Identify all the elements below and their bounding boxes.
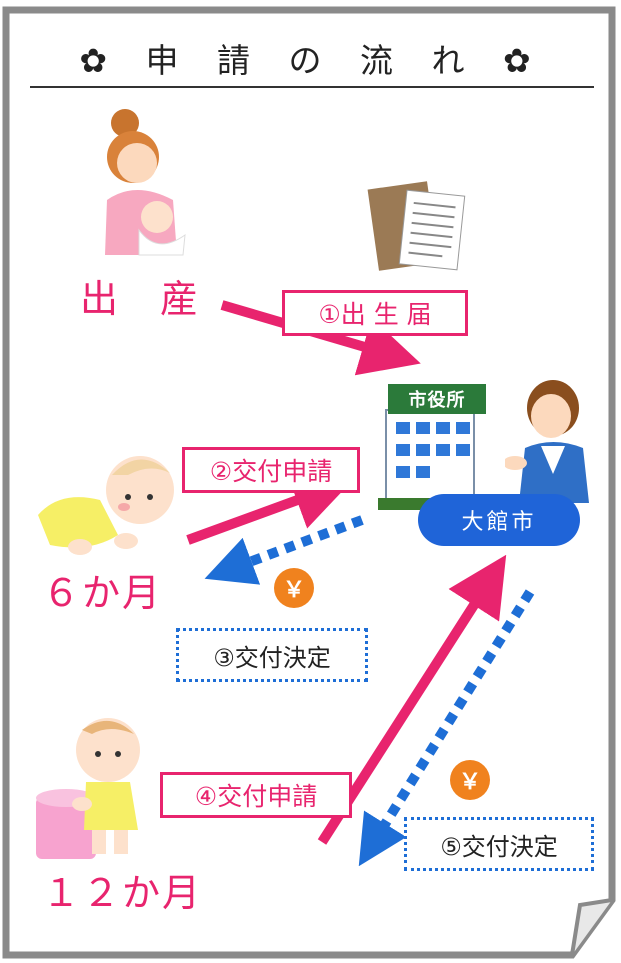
step4-application: ④交付申請 <box>160 772 352 818</box>
yen-coin-icon-1: ￥ <box>274 568 314 608</box>
step5-decision: ⑤交付決定 <box>404 817 594 871</box>
city-hall-sign: 市役所 <box>388 384 486 414</box>
step2-application: ②交付申請 <box>182 447 360 493</box>
standing-baby-illustration <box>36 718 140 859</box>
page-title: ✿ 申 請 の 流 れ ✿ <box>79 41 545 80</box>
yen-coin-icon-2: ￥ <box>450 760 490 800</box>
title-divider <box>30 86 594 88</box>
mother-baby-illustration <box>105 109 186 256</box>
document-icon <box>367 181 466 271</box>
step1-birth-registration: ①出 生 届 <box>282 290 468 336</box>
stage-12-months: １２か月 <box>42 871 203 915</box>
city-hall-building-icon <box>378 409 475 510</box>
arrow-step2 <box>186 472 354 545</box>
city-name-badge: 大館市 <box>418 494 580 546</box>
stage-6-months: ６か月 <box>42 571 163 615</box>
arrow-step3 <box>204 515 364 585</box>
crawling-baby-illustration <box>38 456 174 555</box>
arrow-step5 <box>358 589 535 867</box>
staff-person-illustration <box>505 380 589 503</box>
stage-birth: 出 産 <box>80 277 201 321</box>
step3-decision: ③交付決定 <box>176 628 368 682</box>
